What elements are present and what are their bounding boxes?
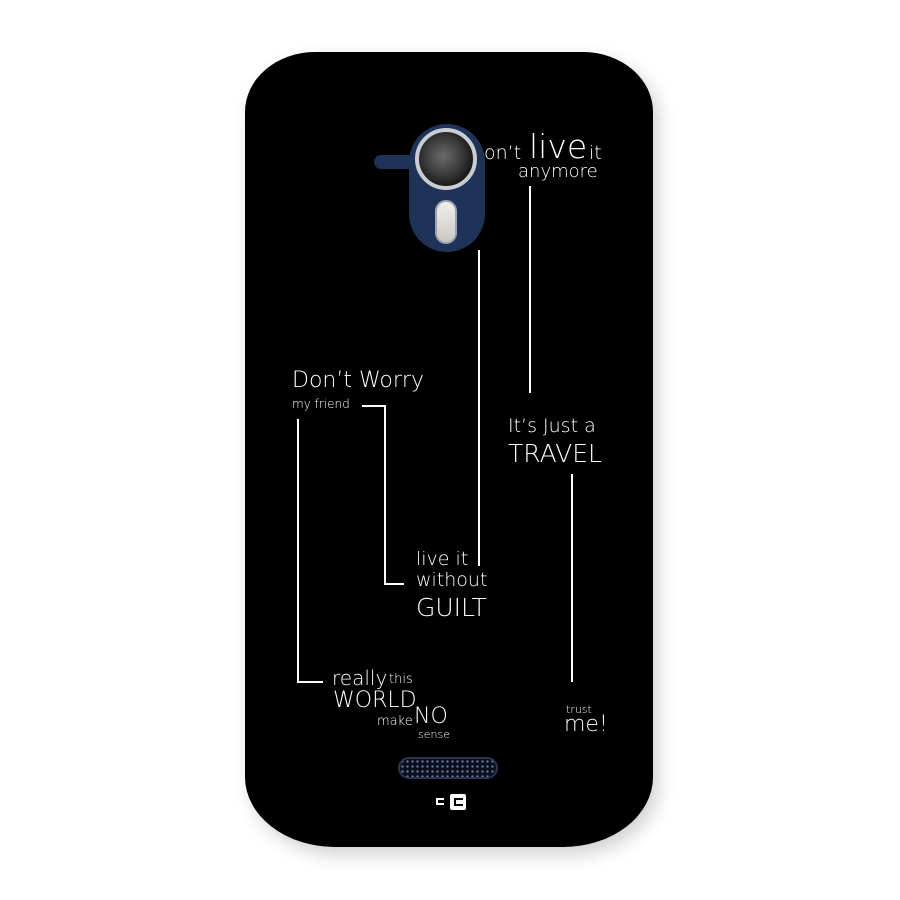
connector-friend-h2 xyxy=(384,583,404,585)
quote-top-suffix: it xyxy=(589,142,602,164)
quote-really: really xyxy=(332,666,388,690)
connector-left-v xyxy=(297,419,299,683)
connector-travel-trust xyxy=(571,474,573,682)
quote-this: this xyxy=(389,672,413,687)
quote-its-just-a: It’s Just a xyxy=(508,415,596,437)
speaker-grille xyxy=(398,757,498,779)
quote-live-it: live it xyxy=(416,548,469,570)
quote-make: make xyxy=(377,714,413,729)
quote-trust: trust xyxy=(566,703,592,716)
camera-tab xyxy=(374,155,418,169)
connector-anymore-travel xyxy=(529,186,531,393)
quote-top-big: live xyxy=(529,127,588,166)
quote-world: WORLD xyxy=(333,688,417,713)
quote-top-prefix: on’t xyxy=(484,142,522,164)
quote-travel: TRAVEL xyxy=(508,439,602,468)
quote-guilt: GUILT xyxy=(416,593,487,622)
cc-logo-icon xyxy=(450,794,466,810)
connector-friend-v xyxy=(384,405,386,585)
camera-lens-icon xyxy=(415,128,477,190)
connector-left-h xyxy=(297,681,323,683)
connector-friend-h xyxy=(362,405,386,407)
quote-sense: sense xyxy=(418,728,450,741)
quote-no: NO xyxy=(414,704,448,729)
flash-icon xyxy=(435,200,457,244)
brand-logo-small-icon xyxy=(436,798,444,805)
connector-camera-guilt xyxy=(478,250,480,566)
quote-me: me! xyxy=(564,712,608,737)
quote-top-line2: anymore xyxy=(518,161,598,182)
quote-without: without xyxy=(416,569,488,591)
quote-my-friend: my friend xyxy=(292,397,350,411)
quote-dont-worry: Don’t Worry xyxy=(292,368,424,393)
